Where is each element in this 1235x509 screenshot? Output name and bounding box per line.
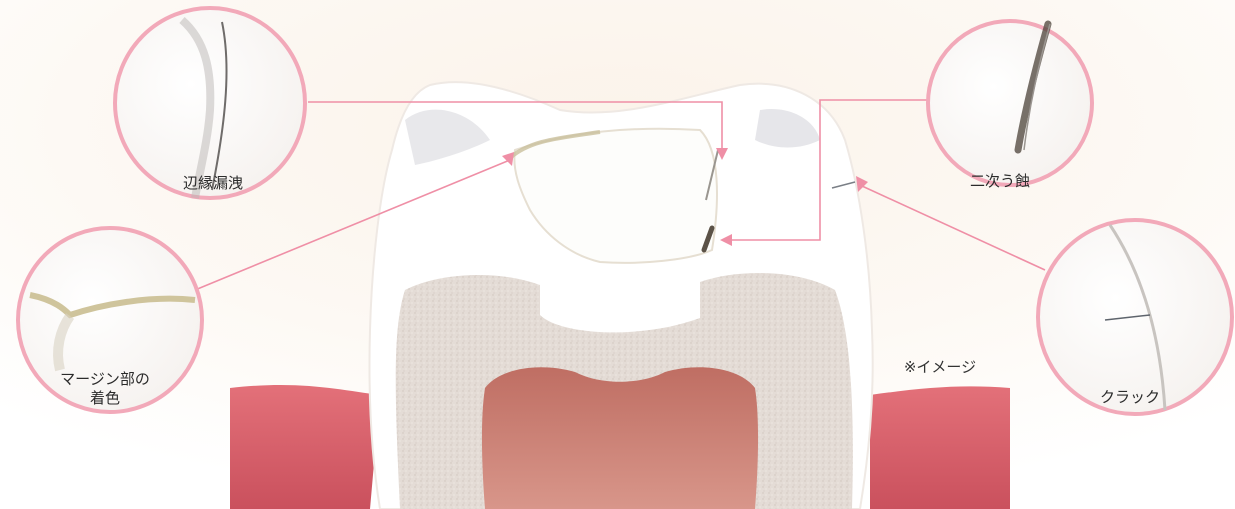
callout-crack-circle (1038, 220, 1232, 414)
gum-left (230, 385, 380, 509)
gum-right (870, 386, 1010, 509)
image-note: ※イメージ (880, 358, 1000, 377)
callout-secondary-circle (928, 21, 1092, 185)
callout-label-marginal-leakage: 辺縁漏洩 (158, 174, 268, 193)
callout-label-secondary-caries: 二次う蝕 (940, 172, 1060, 191)
pulp (482, 367, 758, 509)
callout-label-crack: クラック (1075, 388, 1185, 407)
callout-label-margin-stain-line2: 着色 (30, 389, 180, 408)
callout-label-margin-stain: マージン部の 着色 (30, 370, 180, 408)
callout-label-margin-stain-line1: マージン部の (30, 370, 180, 389)
callout-leakage-circle (115, 8, 305, 198)
